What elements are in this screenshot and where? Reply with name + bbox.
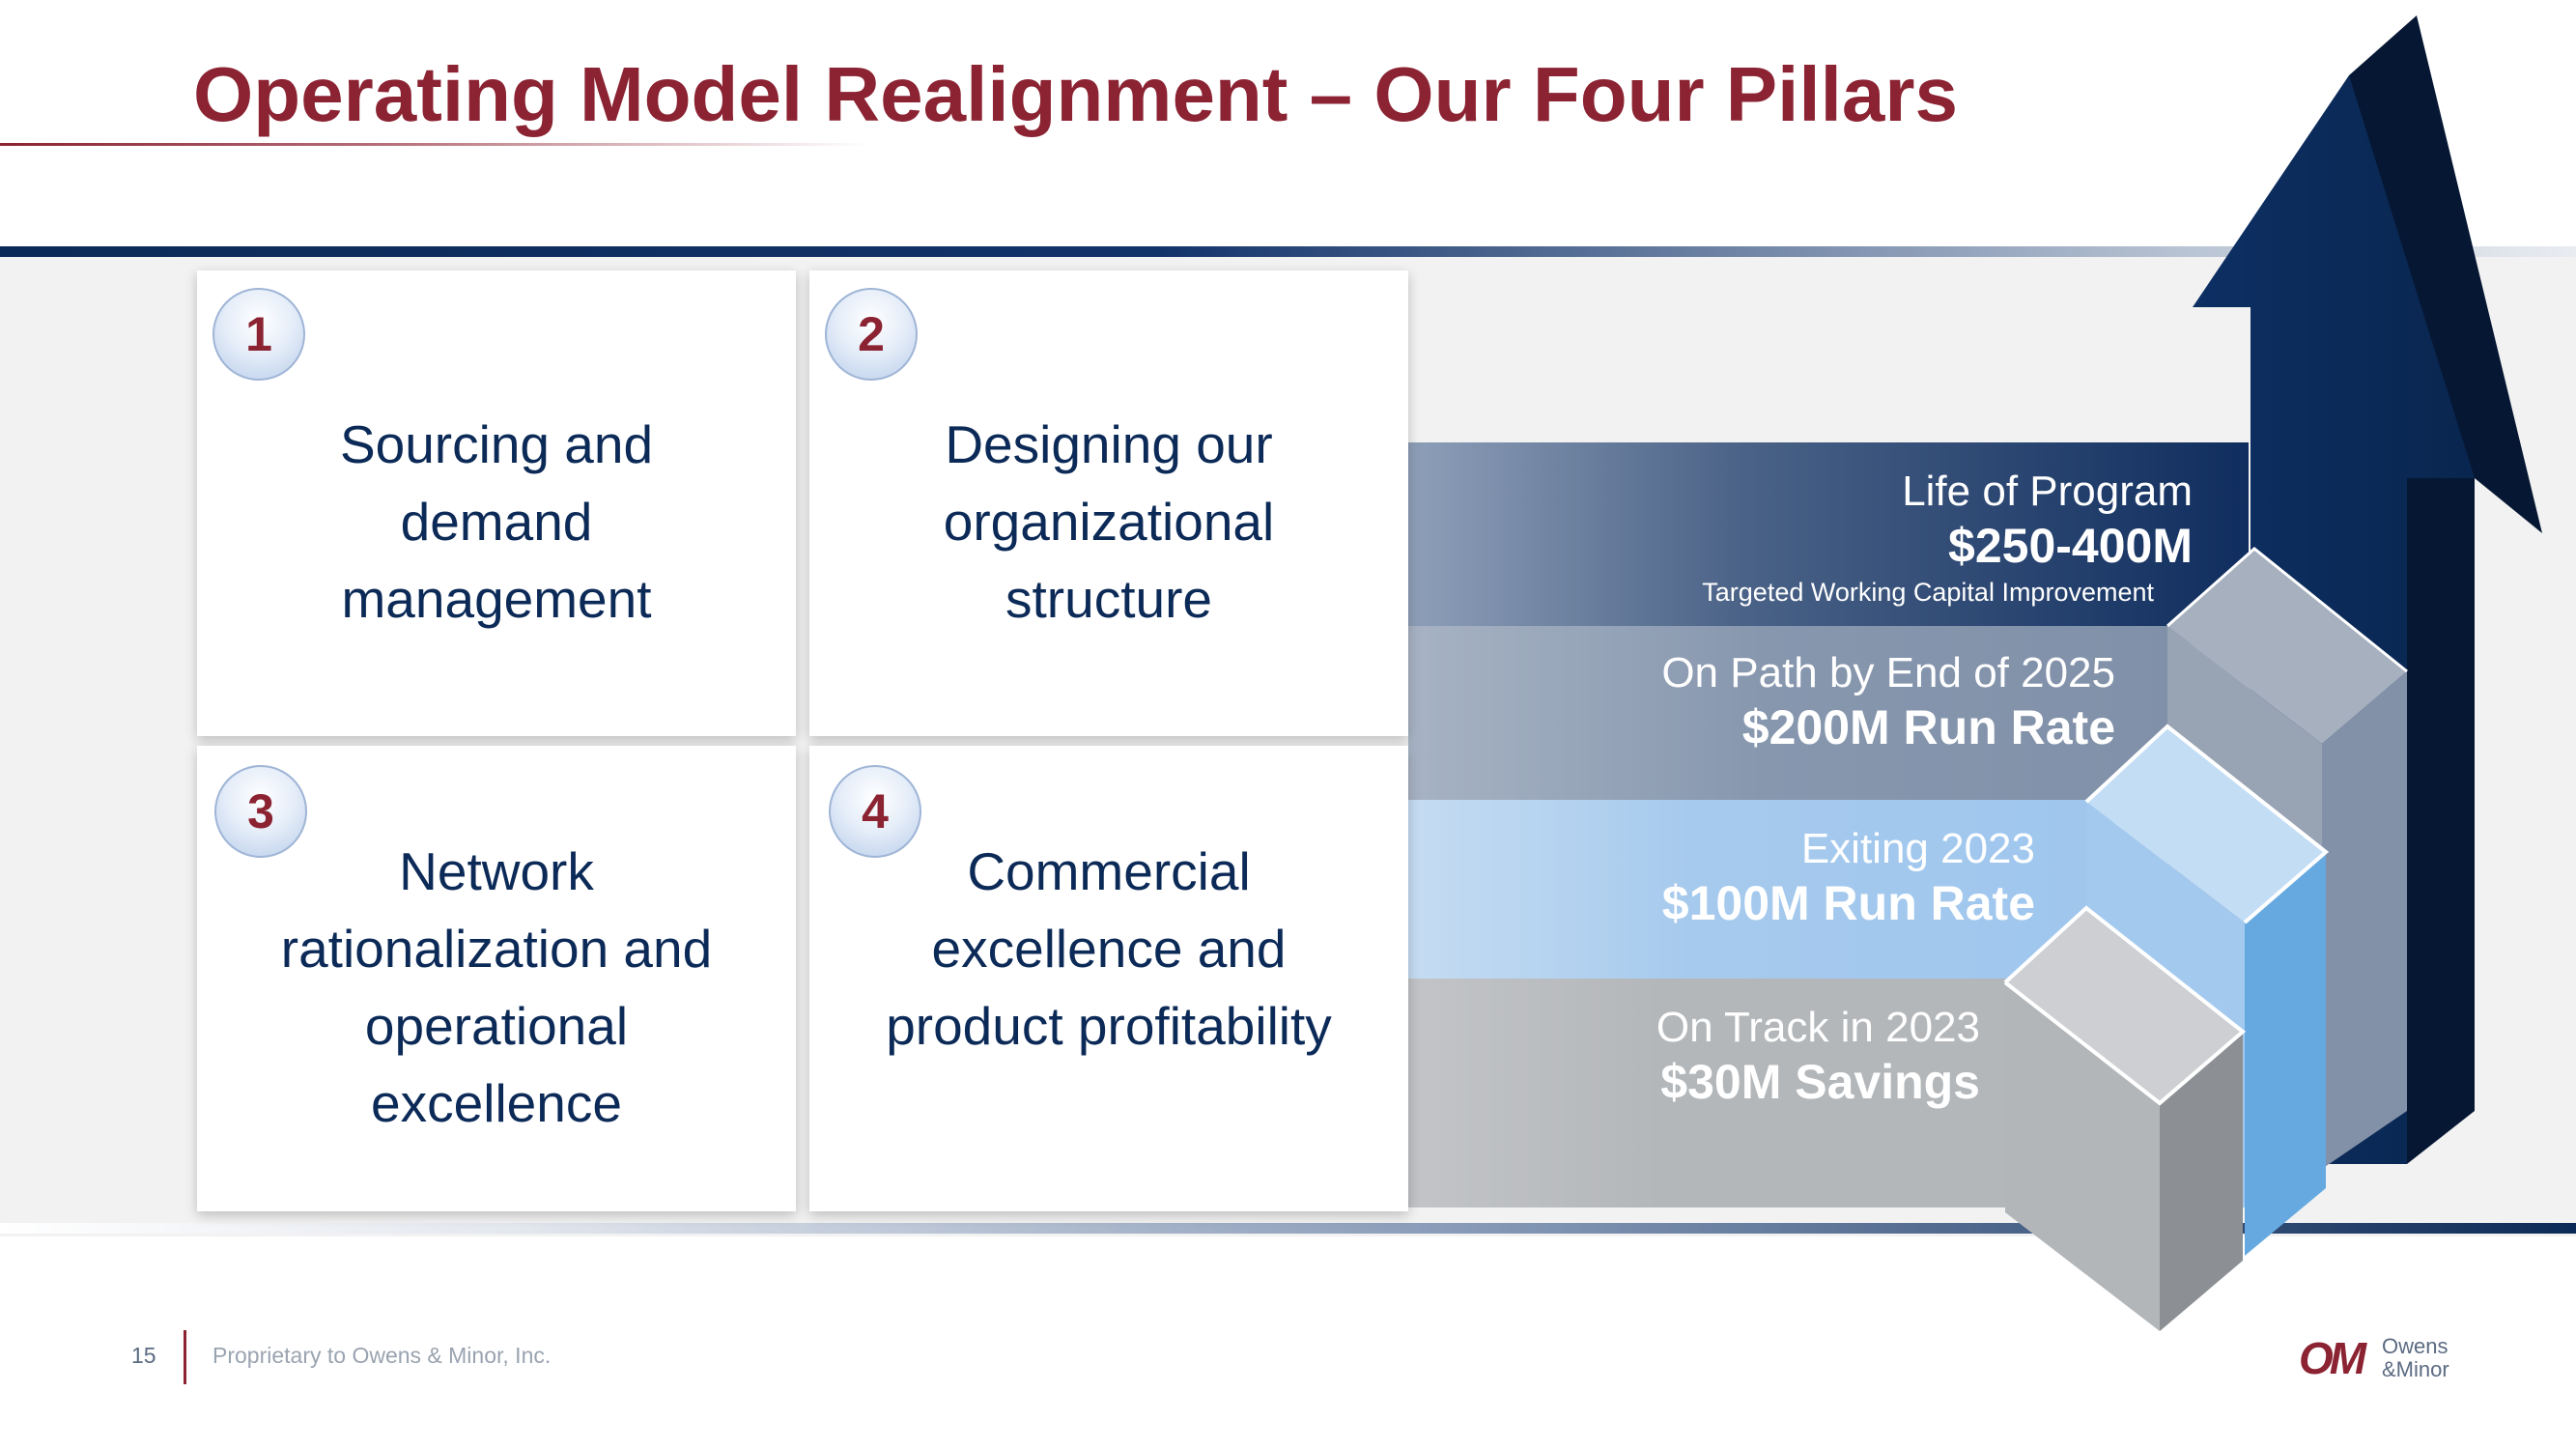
proprietary-notice: Proprietary to Owens & Minor, Inc.	[212, 1343, 552, 1368]
block-top-side	[2322, 671, 2407, 1169]
pillar-number-badge: 2	[825, 288, 918, 381]
block-mid-face-top	[2086, 726, 2326, 923]
block-front-side	[2160, 1032, 2243, 1331]
title-underline	[0, 143, 869, 146]
step-track-label: On Track in 2023	[1656, 1004, 1980, 1051]
block-front-face-top	[2005, 908, 2243, 1103]
pillar-card-4: 4 Commercial excellence and product prof…	[809, 746, 1408, 1211]
pillar-text: Network rationalization and operational …	[280, 841, 713, 1133]
step-exiting-value: $100M Run Rate	[1661, 876, 2035, 930]
block-mid-side	[2245, 852, 2326, 1256]
logo-wordmark: Owens &Minor	[2382, 1334, 2449, 1381]
pillar-number-badge: 4	[829, 765, 921, 858]
pillar-card-3: 3 Network rationalization and operationa…	[197, 746, 796, 1211]
logo-mark: OM	[2299, 1333, 2366, 1383]
block-top-face-top	[2167, 549, 2407, 744]
step-track-value: $30M Savings	[1660, 1055, 1980, 1109]
pillar-number-badge: 3	[214, 765, 307, 858]
step-path-value: $200M Run Rate	[1741, 700, 2115, 754]
pillar-text: Commercial excellence and product profit…	[886, 841, 1332, 1056]
footer-divider	[184, 1330, 186, 1384]
block-front-front	[2005, 982, 2160, 1331]
step-life-text: Life of Program $250-400M	[1545, 466, 2193, 574]
step-path-label: On Path by End of 2025	[1661, 649, 2115, 696]
step-band-track	[1408, 979, 2036, 1208]
step-exiting-label: Exiting 2023	[1800, 825, 2035, 872]
pillar-number-badge: 1	[212, 288, 305, 381]
pillar-card-2: 2 Designing our organizational structure	[809, 270, 1408, 736]
band-top-rule	[0, 246, 2576, 257]
band-bottom-rule	[0, 1223, 2576, 1234]
step-band-life	[1408, 442, 2249, 626]
pillar-text: Sourcing and demand management	[339, 414, 654, 629]
step-exiting-text: Exiting 2023 $100M Run Rate	[1545, 823, 2035, 931]
step-track-text: On Track in 2023 $30M Savings	[1545, 1002, 1980, 1110]
step-life-value: $250-400M	[1948, 519, 2193, 573]
step-band-exiting	[1408, 800, 2113, 979]
step-life-note: Targeted Working Capital Improvement	[1702, 578, 2154, 607]
page-title: Operating Model Realignment – Our Four P…	[193, 51, 1958, 137]
pillar-text: Designing our organizational structure	[943, 414, 1275, 629]
pillar-card-1: 1 Sourcing and demand management	[197, 270, 796, 736]
company-logo: OM Owens &Minor	[2299, 1331, 2473, 1385]
page-number: 15	[131, 1343, 156, 1368]
step-band-path	[1408, 626, 2191, 800]
step-path-text: On Path by End of 2025 $200M Run Rate	[1545, 647, 2115, 755]
step-life-label: Life of Program	[1902, 468, 2193, 515]
